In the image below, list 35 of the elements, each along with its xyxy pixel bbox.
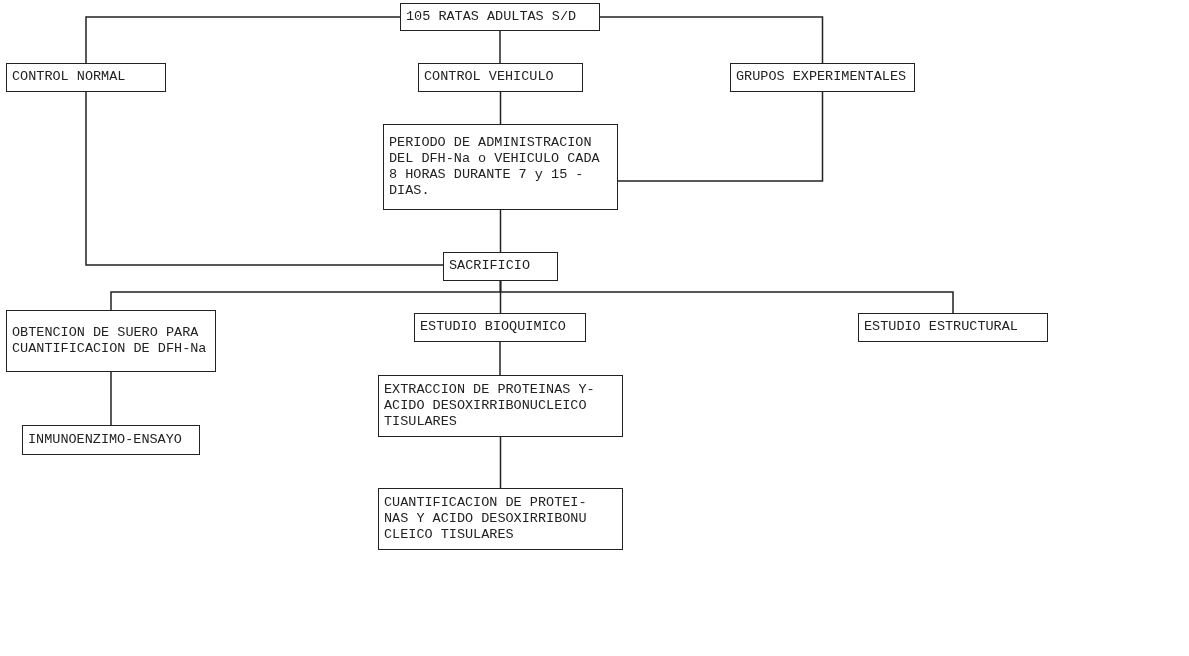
- process-box: [730, 63, 915, 92]
- process-box: [858, 313, 1048, 342]
- connector-line: [499, 91, 502, 125]
- box-label: EXTRACCION DE PROTEINAS Y- ACIDO DESOXIRRIBONUCLEICO TISULARES: [384, 381, 596, 431]
- process-box: [400, 3, 600, 31]
- box-label: 105 RATAS ADULTAS S/D: [406, 8, 577, 26]
- box-label: ESTUDIO ESTRUCTURAL: [864, 319, 1018, 336]
- connector-line: [110, 371, 112, 426]
- box-label: SACRIFICIO: [449, 258, 530, 275]
- process-box: [22, 425, 200, 455]
- box-label: ESTUDIO BIOQUIMICO: [420, 319, 566, 336]
- process-box: [378, 375, 623, 437]
- box-label: CONTROL VEHICULO: [424, 69, 554, 86]
- box-label: GRUPOS EXPERIMENTALES: [736, 69, 907, 86]
- box-label: CONTROL NORMAL: [12, 69, 126, 86]
- process-box: [378, 488, 623, 550]
- box-label: OBTENCION DE SUERO PARA CUANTIFICACION DE DFH-Na: [12, 324, 208, 358]
- process-box: [414, 313, 586, 342]
- process-box: [6, 310, 216, 372]
- box-label: CUANTIFICACION DE PROTEI- NAS Y ACIDO DESOXIRRIBONU CLEICO TISULARES: [384, 494, 588, 544]
- process-box: [383, 124, 618, 210]
- box-label: INMUNOENZIMO-ENSAYO: [28, 431, 182, 449]
- connector-line: [617, 91, 824, 182]
- connector-line: [85, 91, 444, 266]
- connector-line: [499, 30, 501, 64]
- connector-line: [499, 280, 954, 314]
- process-box: [6, 63, 166, 92]
- connector-line: [499, 436, 502, 489]
- box-label: PERIODO DE ADMINISTRACION DEL DFH-Na o VEHICULO CADA 8 HORAS DURANTE 7 y 15 - DIAS.: [389, 134, 601, 200]
- process-box: [418, 63, 583, 92]
- process-box: [443, 252, 558, 281]
- connector-line: [599, 16, 824, 64]
- connector-line: [499, 209, 502, 253]
- connector-line: [499, 341, 501, 376]
- connector-line: [85, 16, 401, 64]
